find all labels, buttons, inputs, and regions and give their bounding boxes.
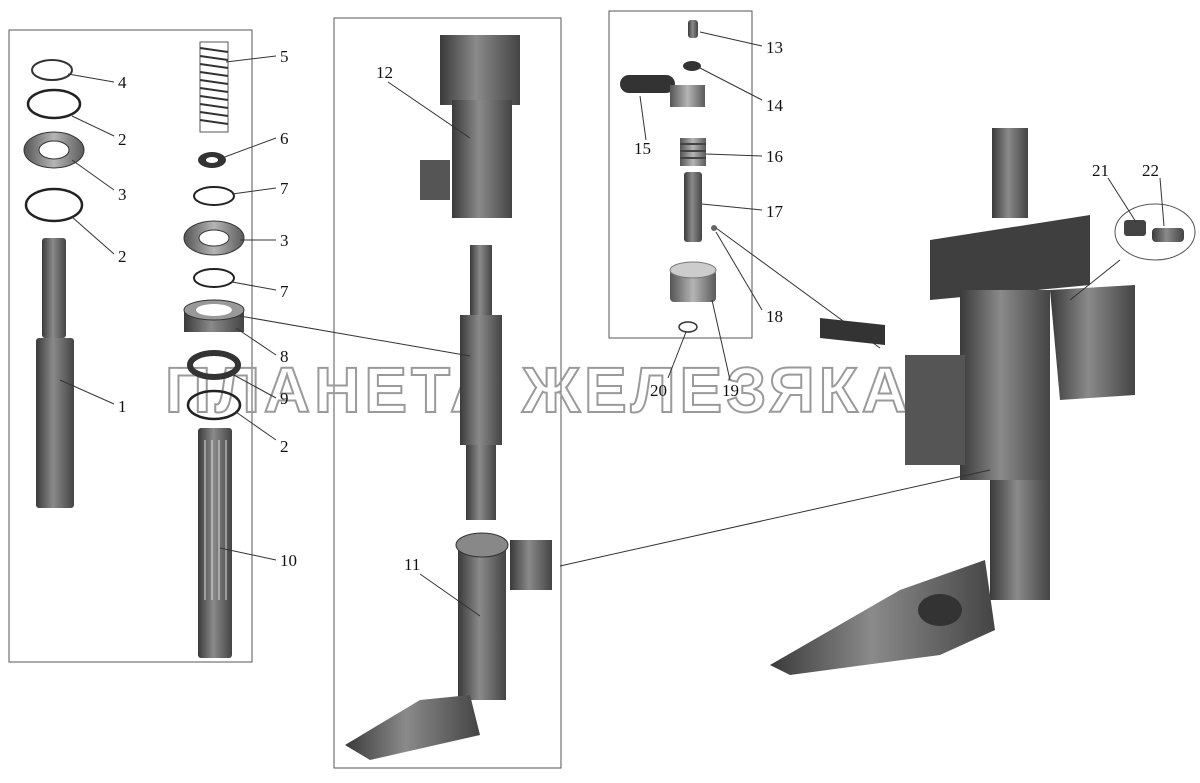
label-12: 12 <box>376 63 393 82</box>
part-2-snap-ring-middle <box>24 187 84 223</box>
part-15-lever <box>620 75 705 107</box>
label-11: 11 <box>404 555 420 574</box>
leader-lines <box>59 31 1165 617</box>
part-22-bolt <box>1152 228 1184 242</box>
part-1-shaft <box>36 238 74 508</box>
label-19: 19 <box>722 381 739 400</box>
label-10: 10 <box>280 551 297 570</box>
label-2-bottom: 2 <box>280 437 289 456</box>
part-3-bearing-left <box>23 131 85 169</box>
label-7-top: 7 <box>280 179 289 198</box>
label-16: 16 <box>766 147 783 166</box>
complete-assembly <box>770 128 1135 675</box>
part-19-nut <box>669 261 717 302</box>
part-6-washer <box>198 152 226 168</box>
part-2-snap-ring-upper <box>26 88 82 120</box>
label-1: 1 <box>118 397 127 416</box>
left-group-frame <box>8 29 253 663</box>
part-7-circlip-upper <box>193 186 235 206</box>
watermark-text: ПЛАНЕТА ЖЕЛЕЗЯКА <box>165 354 912 426</box>
label-20: 20 <box>650 381 667 400</box>
part-20-ring <box>678 321 698 333</box>
label-9: 9 <box>280 389 289 408</box>
label-5: 5 <box>280 47 289 66</box>
part-2-snap-ring-lower <box>186 389 242 421</box>
fasteners-callout-ellipse <box>1114 203 1196 261</box>
label-8: 8 <box>280 347 289 366</box>
label-21: 21 <box>1092 161 1109 180</box>
label-18: 18 <box>766 307 783 326</box>
part-9-ring <box>187 350 241 380</box>
part-11-bracket <box>345 532 552 760</box>
label-22: 22 <box>1142 161 1159 180</box>
part-18-ball <box>711 225 717 231</box>
assembled-shaft <box>460 245 502 520</box>
label-4: 4 <box>118 73 127 92</box>
label-3-right: 3 <box>280 231 289 250</box>
label-13: 13 <box>766 38 783 57</box>
part-17-plunger <box>684 172 702 242</box>
part-8-bushing <box>183 299 245 332</box>
label-2-mid: 2 <box>118 247 127 266</box>
label-14: 14 <box>766 96 784 115</box>
middle-group-frame <box>333 17 562 769</box>
part-21-nut <box>1124 220 1146 236</box>
label-3-left: 3 <box>118 185 127 204</box>
part-13-pin <box>688 20 698 38</box>
part-labels: 4 2 3 2 1 5 6 7 3 7 8 9 2 10 12 11 13 14… <box>118 38 1159 574</box>
part-14-washer <box>683 61 701 71</box>
part-12-housing <box>420 35 520 218</box>
part-4-snap-ring <box>31 59 73 81</box>
label-17: 17 <box>766 202 784 221</box>
part-16-spring <box>680 138 706 166</box>
label-15: 15 <box>634 139 651 158</box>
part-7-circlip-lower <box>193 268 235 288</box>
label-2-top: 2 <box>118 130 127 149</box>
right-group-frame <box>608 10 753 339</box>
part-3-bearing-right <box>183 220 245 256</box>
label-7-bottom: 7 <box>280 282 289 301</box>
part-5-spring <box>199 41 229 133</box>
part-10-splined-shaft <box>198 428 232 658</box>
label-6: 6 <box>280 129 289 148</box>
